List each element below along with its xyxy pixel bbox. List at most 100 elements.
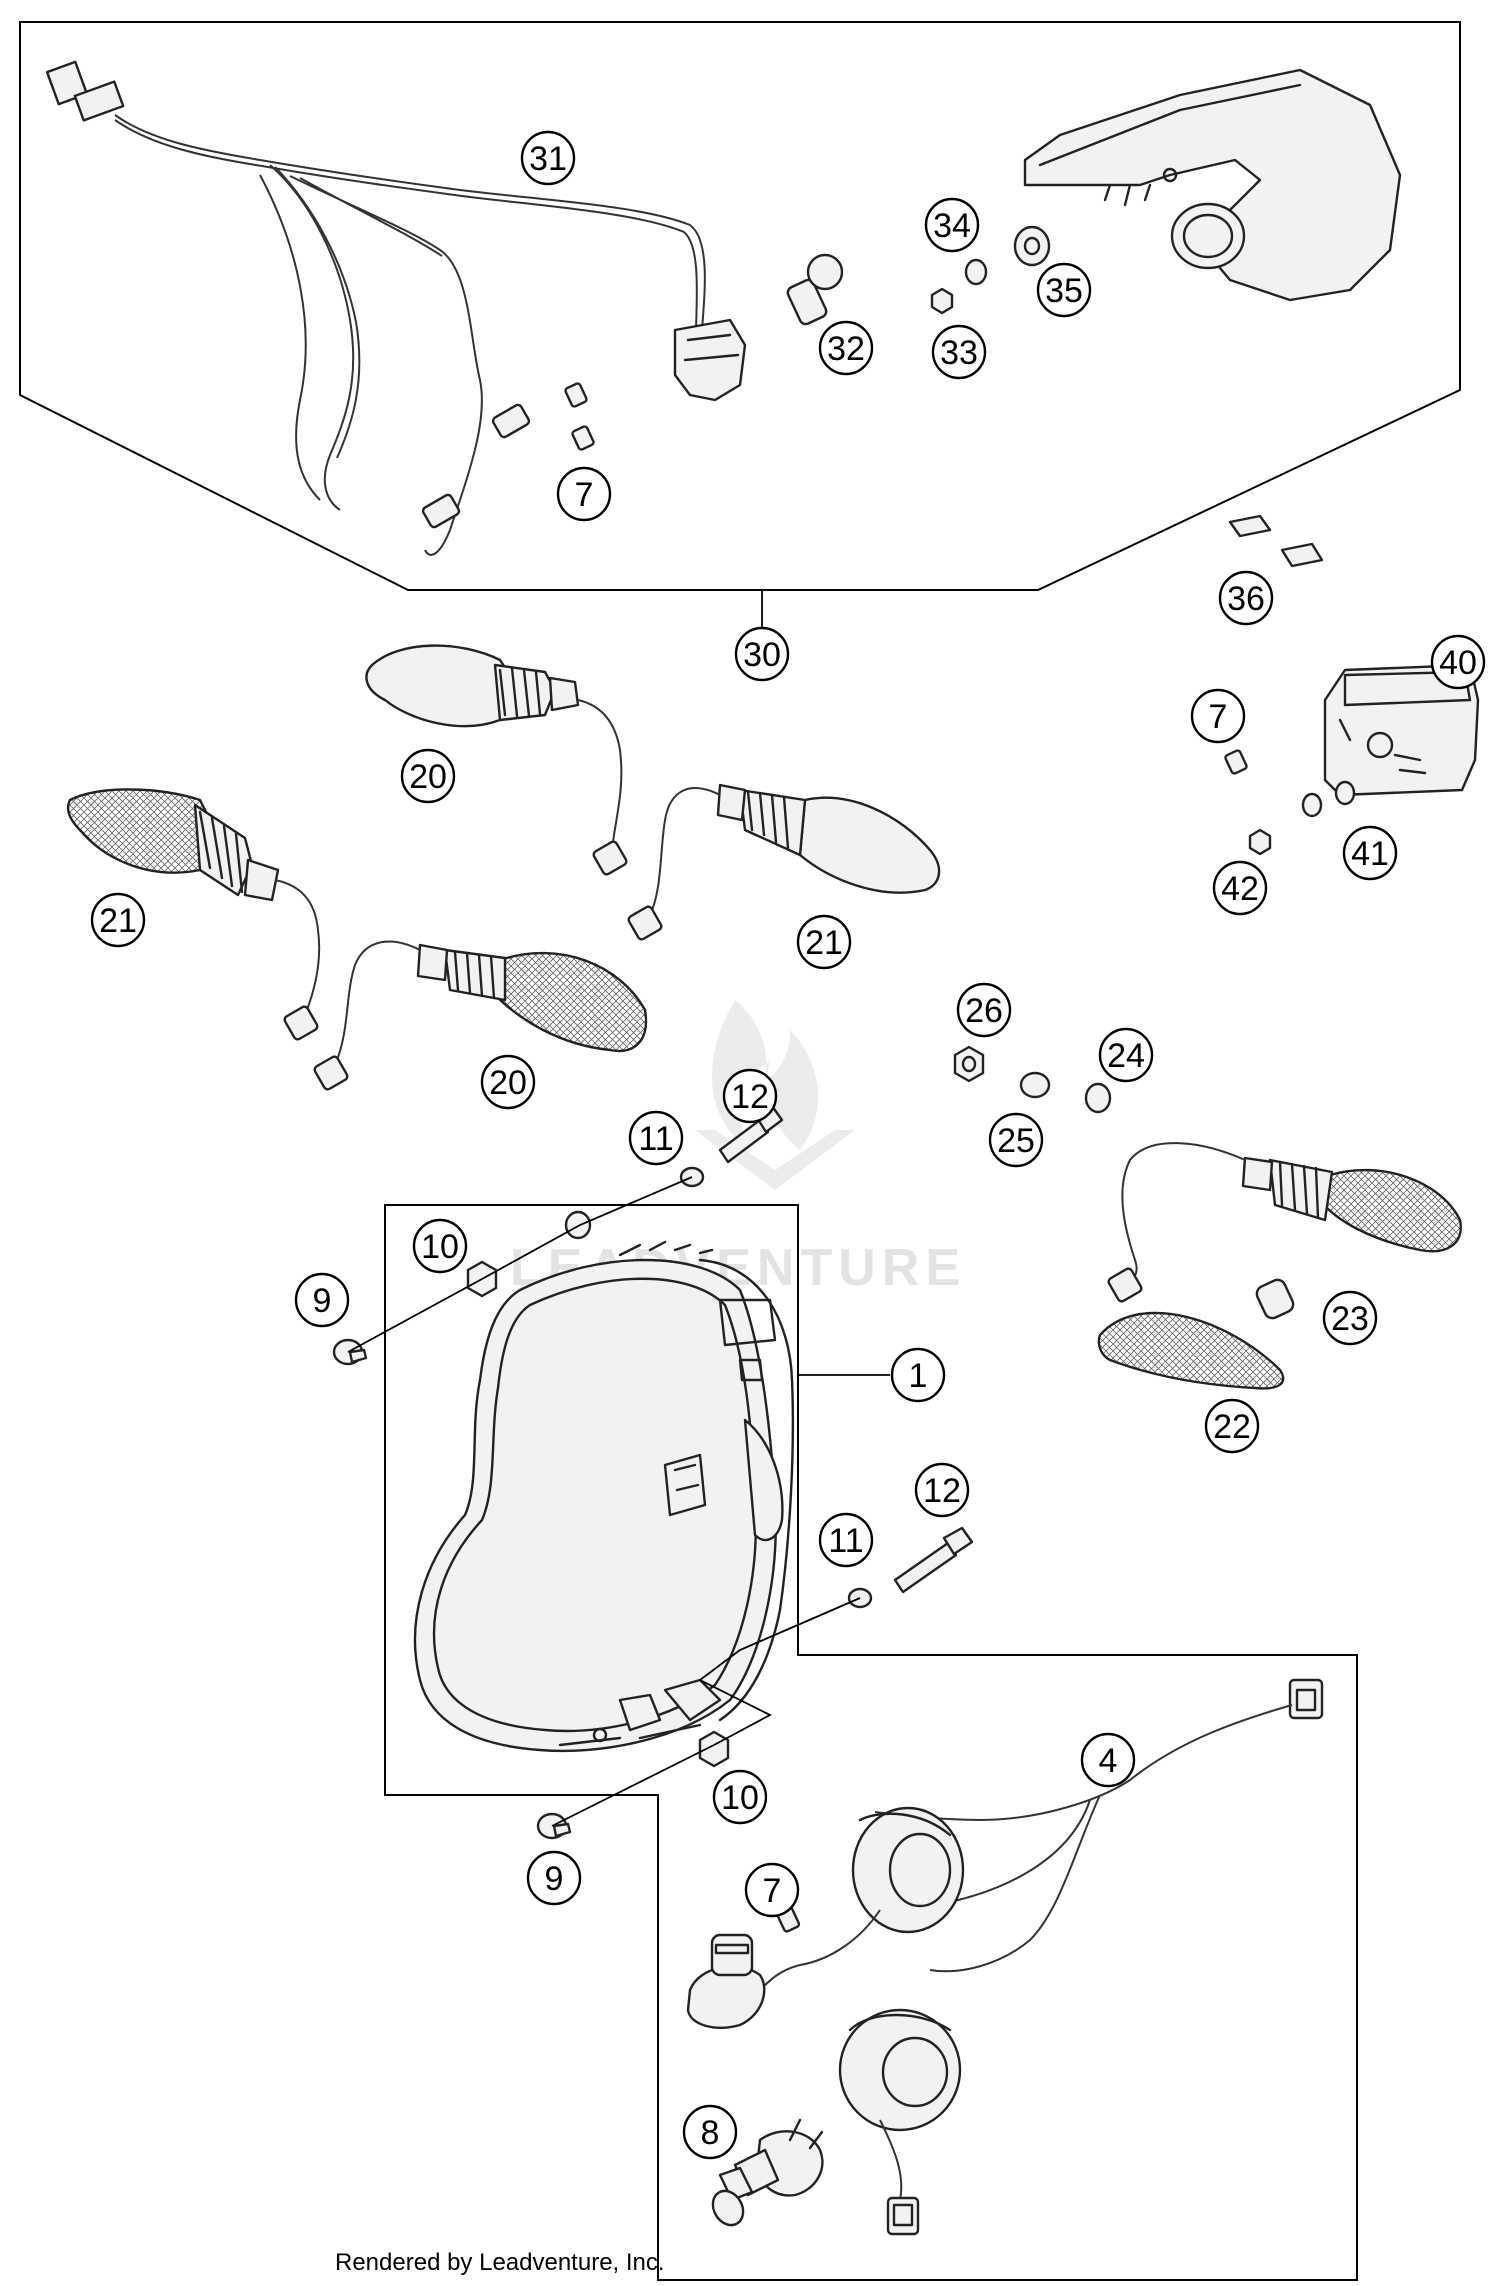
svg-text:8: 8 xyxy=(701,2114,720,2152)
callout-1: 1 xyxy=(890,1347,946,1403)
svg-text:10: 10 xyxy=(421,1228,459,1266)
callout-25: 25 xyxy=(988,1112,1044,1168)
pads-36 xyxy=(1228,514,1324,568)
callout-12-upper: 12 xyxy=(722,1068,778,1124)
callout-41: 41 xyxy=(1342,825,1398,881)
svg-text:20: 20 xyxy=(489,1064,527,1102)
indicator-lens-22 xyxy=(1097,1311,1285,1390)
headlight-bulb xyxy=(711,2118,824,2227)
callout-4: 4 xyxy=(1080,1732,1136,1788)
callout-8: 8 xyxy=(682,2104,738,2160)
assembly-line-upper xyxy=(347,1176,693,1353)
svg-text:11: 11 xyxy=(638,1120,673,1158)
svg-text:25: 25 xyxy=(997,1122,1035,1160)
callout-30: 30 xyxy=(734,626,790,682)
tail-light-housing xyxy=(1023,68,1402,302)
bolt-12-lower xyxy=(893,1526,974,1594)
svg-text:40: 40 xyxy=(1439,644,1477,682)
parking-light-socket xyxy=(686,1905,801,2029)
tail-light-bulb xyxy=(786,253,844,326)
callout-26: 26 xyxy=(956,982,1012,1038)
svg-text:7: 7 xyxy=(1209,698,1228,736)
callout-11-upper: 11 xyxy=(628,1110,684,1166)
callout-11-lower: 11 xyxy=(818,1512,874,1568)
svg-text:12: 12 xyxy=(923,1472,961,1510)
nut-33 xyxy=(930,287,954,315)
callout-33: 33 xyxy=(931,324,987,380)
svg-text:30: 30 xyxy=(743,636,781,674)
callout-21-right: 21 xyxy=(796,914,852,970)
svg-text:23: 23 xyxy=(1331,1300,1369,1338)
svg-text:26: 26 xyxy=(965,992,1003,1030)
callout-20-lower: 20 xyxy=(480,1054,536,1110)
svg-text:12: 12 xyxy=(731,1078,769,1116)
callout-23: 23 xyxy=(1322,1290,1378,1346)
callout-10-lower: 10 xyxy=(712,1769,768,1825)
headlight-group-frame xyxy=(384,1204,1358,2281)
indicator-bulb-23 xyxy=(1255,1278,1295,1320)
callout-7-right: 7 xyxy=(1190,688,1246,744)
nut-26 xyxy=(953,1045,985,1083)
callout-34: 34 xyxy=(924,197,980,253)
svg-text:32: 32 xyxy=(827,330,865,368)
nut-42 xyxy=(1248,828,1272,856)
svg-text:36: 36 xyxy=(1227,580,1265,618)
indicator-21-right xyxy=(627,783,941,941)
washer-24 xyxy=(1084,1082,1112,1114)
indicator-20-upper xyxy=(365,644,628,876)
indicator-20-lower xyxy=(313,940,648,1091)
lock-washer-25 xyxy=(1019,1071,1051,1099)
svg-text:35: 35 xyxy=(1045,272,1083,310)
svg-text:1: 1 xyxy=(909,1357,928,1395)
svg-text:21: 21 xyxy=(99,902,137,940)
callout-9-upper: 9 xyxy=(294,1272,350,1328)
svg-text:22: 22 xyxy=(1213,1408,1251,1446)
svg-text:34: 34 xyxy=(933,207,971,245)
screw-9-upper xyxy=(332,1338,368,1366)
svg-text:31: 31 xyxy=(529,140,567,178)
svg-text:9: 9 xyxy=(545,1860,564,1898)
washer-34 xyxy=(964,258,988,286)
grommet-35 xyxy=(1013,225,1051,267)
top-group-frame xyxy=(19,21,1461,591)
assembly-line-lower xyxy=(551,1597,861,1827)
svg-text:4: 4 xyxy=(1099,1742,1118,1780)
callout-12-lower: 12 xyxy=(914,1462,970,1518)
license-plate-light xyxy=(1323,663,1480,797)
callout-36: 36 xyxy=(1218,570,1274,626)
callout-7-top: 7 xyxy=(556,466,612,522)
indicator-front-right xyxy=(1107,1142,1462,1303)
svg-text:41: 41 xyxy=(1351,835,1389,873)
svg-text:7: 7 xyxy=(763,1872,782,1910)
callout-42: 42 xyxy=(1212,860,1268,916)
svg-text:24: 24 xyxy=(1107,1037,1145,1075)
callout-40: 40 xyxy=(1430,634,1486,690)
washers-41 xyxy=(1301,780,1356,818)
tail-light-harness xyxy=(45,60,747,556)
svg-text:42: 42 xyxy=(1221,870,1259,908)
svg-text:11: 11 xyxy=(828,1522,863,1560)
callout-31: 31 xyxy=(520,130,576,186)
svg-text:10: 10 xyxy=(721,1779,759,1817)
callout-10-upper: 10 xyxy=(412,1218,468,1274)
callout-22: 22 xyxy=(1204,1398,1260,1454)
indicator-21-left xyxy=(66,788,321,1041)
svg-text:9: 9 xyxy=(313,1282,332,1320)
small-bulb-right xyxy=(1224,749,1248,775)
headlight-unit xyxy=(413,1210,795,1753)
callout-20-upper: 20 xyxy=(400,748,456,804)
callout-24: 24 xyxy=(1098,1027,1154,1083)
svg-text:33: 33 xyxy=(940,334,978,372)
small-bulbs-top xyxy=(564,382,595,451)
headlight-harness xyxy=(759,1678,1324,2236)
callout-35: 35 xyxy=(1036,262,1092,318)
svg-text:7: 7 xyxy=(575,476,594,514)
callout-32: 32 xyxy=(818,320,874,376)
callout-9-lower: 9 xyxy=(526,1850,582,1906)
rendered-by-footer: Rendered by Leadventure, Inc. xyxy=(335,2249,665,2276)
svg-text:20: 20 xyxy=(409,758,447,796)
svg-text:21: 21 xyxy=(805,924,843,962)
callout-21-left: 21 xyxy=(90,892,146,948)
callout-7-lower: 7 xyxy=(744,1862,800,1918)
